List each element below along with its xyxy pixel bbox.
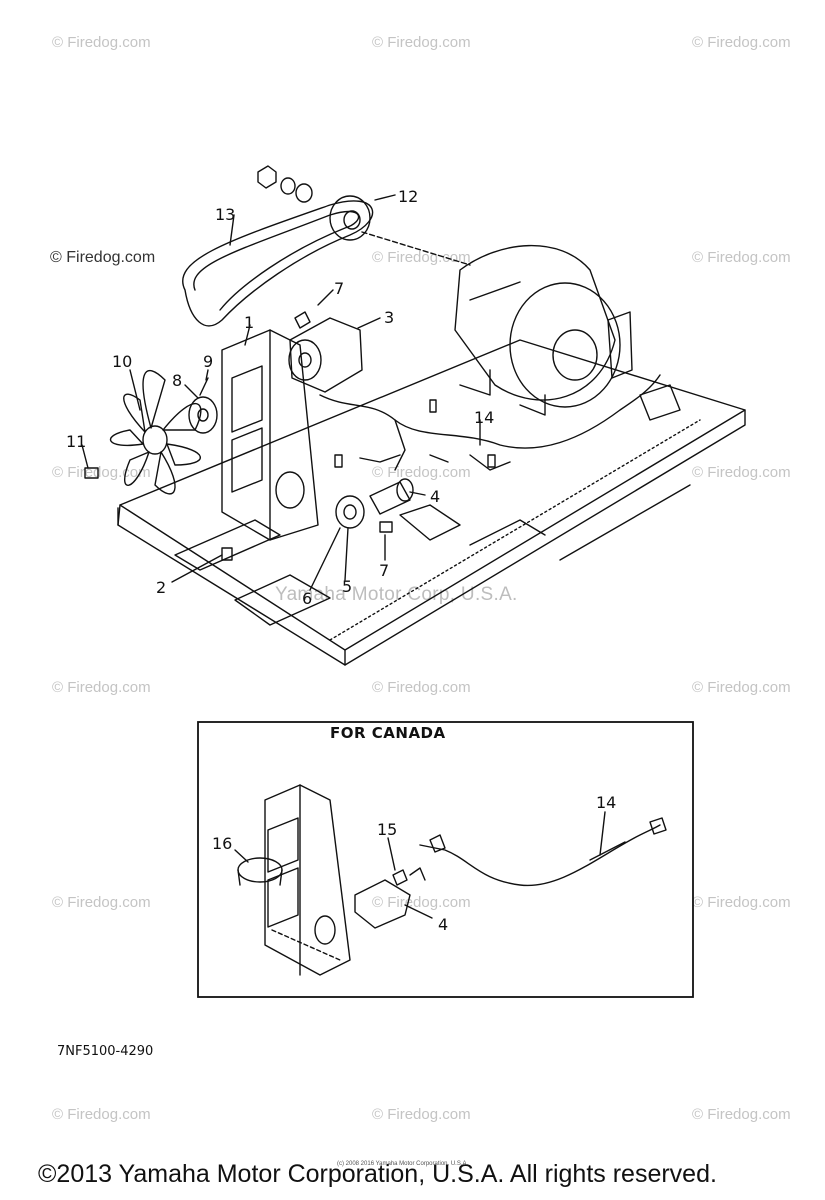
callout-9: 9 bbox=[203, 352, 214, 371]
watermark: © Firedog.com bbox=[692, 464, 791, 481]
watermark: © Firedog.com bbox=[692, 679, 791, 696]
watermark: © Firedog.com bbox=[52, 464, 151, 481]
watermark: © Firedog.com bbox=[692, 894, 791, 911]
inset-callout-15: 15 bbox=[377, 820, 398, 839]
callout-7a: 7 bbox=[334, 279, 345, 298]
callout-8: 8 bbox=[172, 371, 183, 390]
callout-11: 11 bbox=[66, 432, 87, 451]
fan bbox=[109, 369, 202, 495]
wire-harness bbox=[319, 374, 661, 449]
watermark: © Firedog.com bbox=[372, 249, 471, 266]
watermark: © Firedog.com bbox=[372, 34, 471, 51]
generator bbox=[454, 244, 616, 401]
callout-7b: 7 bbox=[379, 561, 390, 580]
callout-13: 13 bbox=[215, 205, 236, 224]
callout-14: 14 bbox=[474, 408, 495, 427]
canada-inset-frame bbox=[197, 721, 694, 998]
clamp bbox=[237, 857, 283, 883]
watermark: © Firedog.com bbox=[372, 679, 471, 696]
inset-callout-14: 14 bbox=[596, 793, 617, 812]
motor-3 bbox=[289, 317, 363, 393]
inset-wire bbox=[419, 824, 661, 887]
inset-capacitor bbox=[354, 879, 411, 929]
inset-bracket bbox=[264, 784, 351, 976]
watermark: © Firedog.com bbox=[372, 894, 471, 911]
watermark: © Firedog.com bbox=[52, 34, 151, 51]
watermark: © Firedog.com bbox=[52, 679, 151, 696]
watermark: © Firedog.com bbox=[692, 1106, 791, 1123]
capacitor bbox=[369, 481, 411, 515]
callout-6: 6 bbox=[302, 589, 313, 608]
callout-3: 3 bbox=[384, 308, 395, 327]
drawing-code: 7NF5100-4290 bbox=[57, 1044, 154, 1059]
inset-callout-16: 16 bbox=[212, 834, 233, 853]
inset-title: FOR CANADA bbox=[330, 724, 446, 742]
tiny-notice: (c) 2008 2016 Yamaha Motor Corporation, … bbox=[337, 1161, 469, 1167]
belt bbox=[182, 200, 374, 327]
callout-5: 5 bbox=[342, 577, 353, 596]
center-watermark: Yamaha Motor Corp, U.S.A. bbox=[275, 584, 518, 605]
callout-1: 1 bbox=[244, 313, 255, 332]
watermark: © Firedog.com bbox=[50, 249, 156, 266]
watermark: © Firedog.com bbox=[52, 894, 151, 911]
watermark: © Firedog.com bbox=[692, 34, 791, 51]
callout-10: 10 bbox=[112, 352, 133, 371]
callout-2: 2 bbox=[156, 578, 167, 597]
inset-callout-4: 4 bbox=[438, 915, 449, 934]
watermark: © Firedog.com bbox=[52, 1106, 151, 1123]
callout-4: 4 bbox=[430, 487, 441, 506]
callout-12: 12 bbox=[398, 187, 419, 206]
copyright-notice: ©2013 Yamaha Motor Corporation, U.S.A. A… bbox=[38, 1160, 717, 1188]
watermark: © Firedog.com bbox=[692, 249, 791, 266]
watermark: © Firedog.com bbox=[372, 1106, 471, 1123]
